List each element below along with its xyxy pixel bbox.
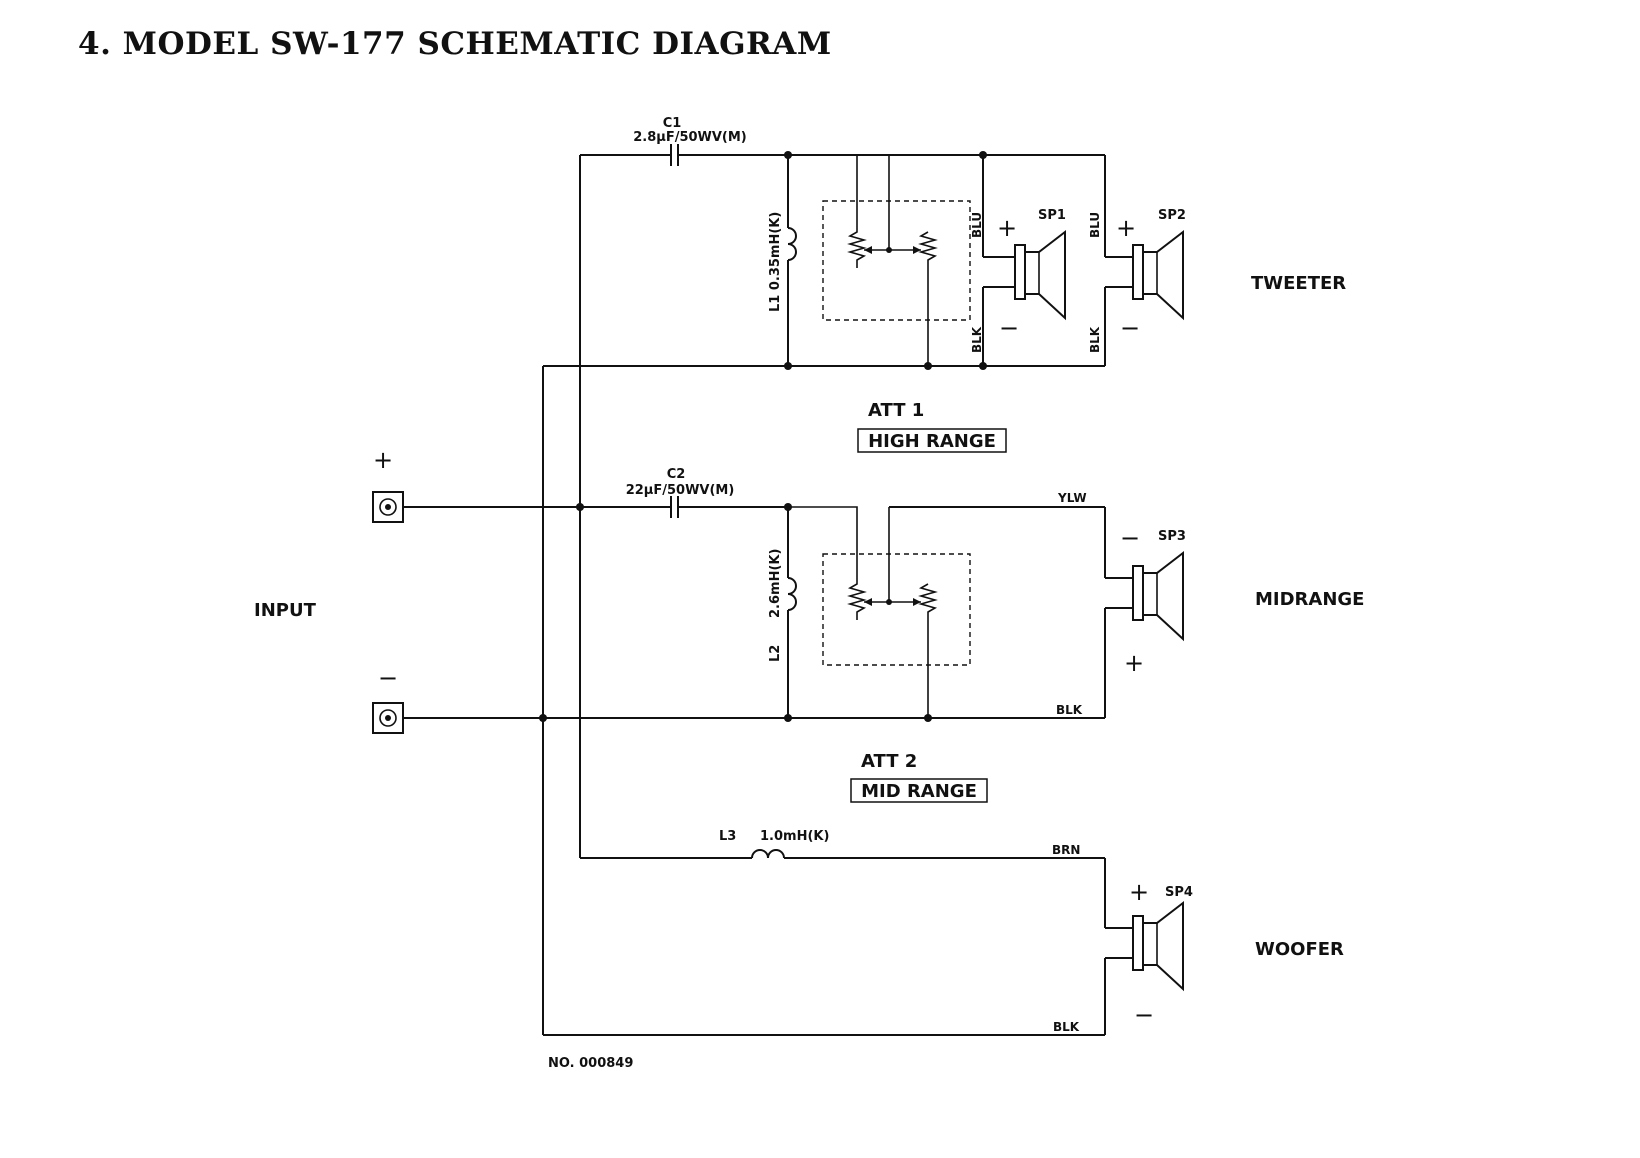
att2-attenuator: [788, 506, 938, 718]
minus-rail-wire: [403, 365, 1105, 1036]
sp4-plus-sign: +: [1129, 878, 1149, 906]
l2-name: L2: [768, 645, 783, 662]
input-plus-sign: +: [373, 446, 393, 474]
att1-range: HIGH RANGE: [868, 431, 996, 452]
sp2-minus-wire: BLK: [1088, 326, 1102, 353]
sp3-plus-sign: +: [1124, 649, 1144, 677]
tweeter-label: TWEETER: [1251, 273, 1346, 294]
sp2-plus-sign: +: [1116, 214, 1136, 242]
att2-range-box: [850, 778, 988, 803]
sp3-minus-sign: −: [1120, 524, 1140, 552]
tweeter-wiring: [982, 155, 1133, 366]
att1-name: ATT 1: [868, 400, 924, 421]
midrange-wiring: [1104, 507, 1133, 718]
plus-rail-wire: [403, 154, 660, 858]
sp4-top-wire: BRN: [1052, 843, 1080, 857]
woofer-label: WOOFER: [1255, 939, 1344, 960]
sp3-speaker-icon: [1132, 550, 1184, 642]
sp4-minus-sign: −: [1134, 1001, 1154, 1029]
input-plus-terminal: [372, 491, 404, 523]
woofer-wiring: [1104, 858, 1133, 1035]
sp1-speaker-icon: [1014, 229, 1066, 321]
att1-box: [822, 200, 971, 321]
sp3-name: SP3: [1158, 529, 1186, 544]
c1-name: C1: [663, 116, 682, 131]
att2-range: MID RANGE: [861, 781, 977, 802]
sp1-plus-wire: BLU: [970, 212, 984, 238]
sp3-bottom-wire: BLK: [1056, 703, 1083, 717]
sp1-name: SP1: [1038, 208, 1066, 223]
capacitor-c1-symbol: [660, 144, 1105, 166]
drawing-number: NO. 000849: [548, 1056, 633, 1071]
c2-value: 22μF/50WV(M): [626, 483, 735, 498]
sp2-name: SP2: [1158, 208, 1186, 223]
att1-attenuator: [847, 155, 938, 366]
sp1-minus-sign: −: [999, 314, 1019, 342]
inductor-l3-symbol: [580, 849, 1105, 859]
inductor-l2-symbol: [787, 507, 797, 718]
l3-value: 1.0mH(K): [760, 829, 829, 844]
sp1-plus-sign: +: [997, 214, 1017, 242]
att1-range-box: [857, 428, 1007, 453]
input-minus-terminal: [372, 702, 404, 734]
sp2-plus-wire: BLU: [1088, 212, 1102, 238]
l2-value: 2.6mH(K): [768, 549, 783, 618]
c1-value: 2.8μF/50WV(M): [633, 130, 747, 145]
sp4-name: SP4: [1165, 885, 1193, 900]
c2-name: C2: [667, 467, 686, 482]
page-title: 4. MODEL SW-177 SCHEMATIC DIAGRAM: [78, 26, 832, 62]
sp2-speaker-icon: [1132, 229, 1184, 321]
sp3-top-wire: YLW: [1057, 491, 1087, 505]
att2-name: ATT 2: [861, 751, 917, 772]
capacitor-c2-symbol: [660, 496, 1105, 518]
sp1-minus-wire: BLK: [970, 326, 984, 353]
junction-dots: [539, 151, 987, 722]
midrange-label: MIDRANGE: [1255, 589, 1364, 610]
sp4-speaker-icon: [1132, 900, 1184, 992]
inductor-l1-symbol: [787, 155, 797, 366]
sp4-bottom-wire: BLK: [1053, 1020, 1080, 1034]
sp2-minus-sign: −: [1120, 314, 1140, 342]
input-label: INPUT: [254, 600, 317, 621]
l3-name: L3: [719, 829, 736, 844]
input-minus-sign: −: [378, 664, 398, 692]
l1-label: L1 0.35mH(K): [768, 212, 783, 312]
att2-box: [822, 553, 971, 666]
